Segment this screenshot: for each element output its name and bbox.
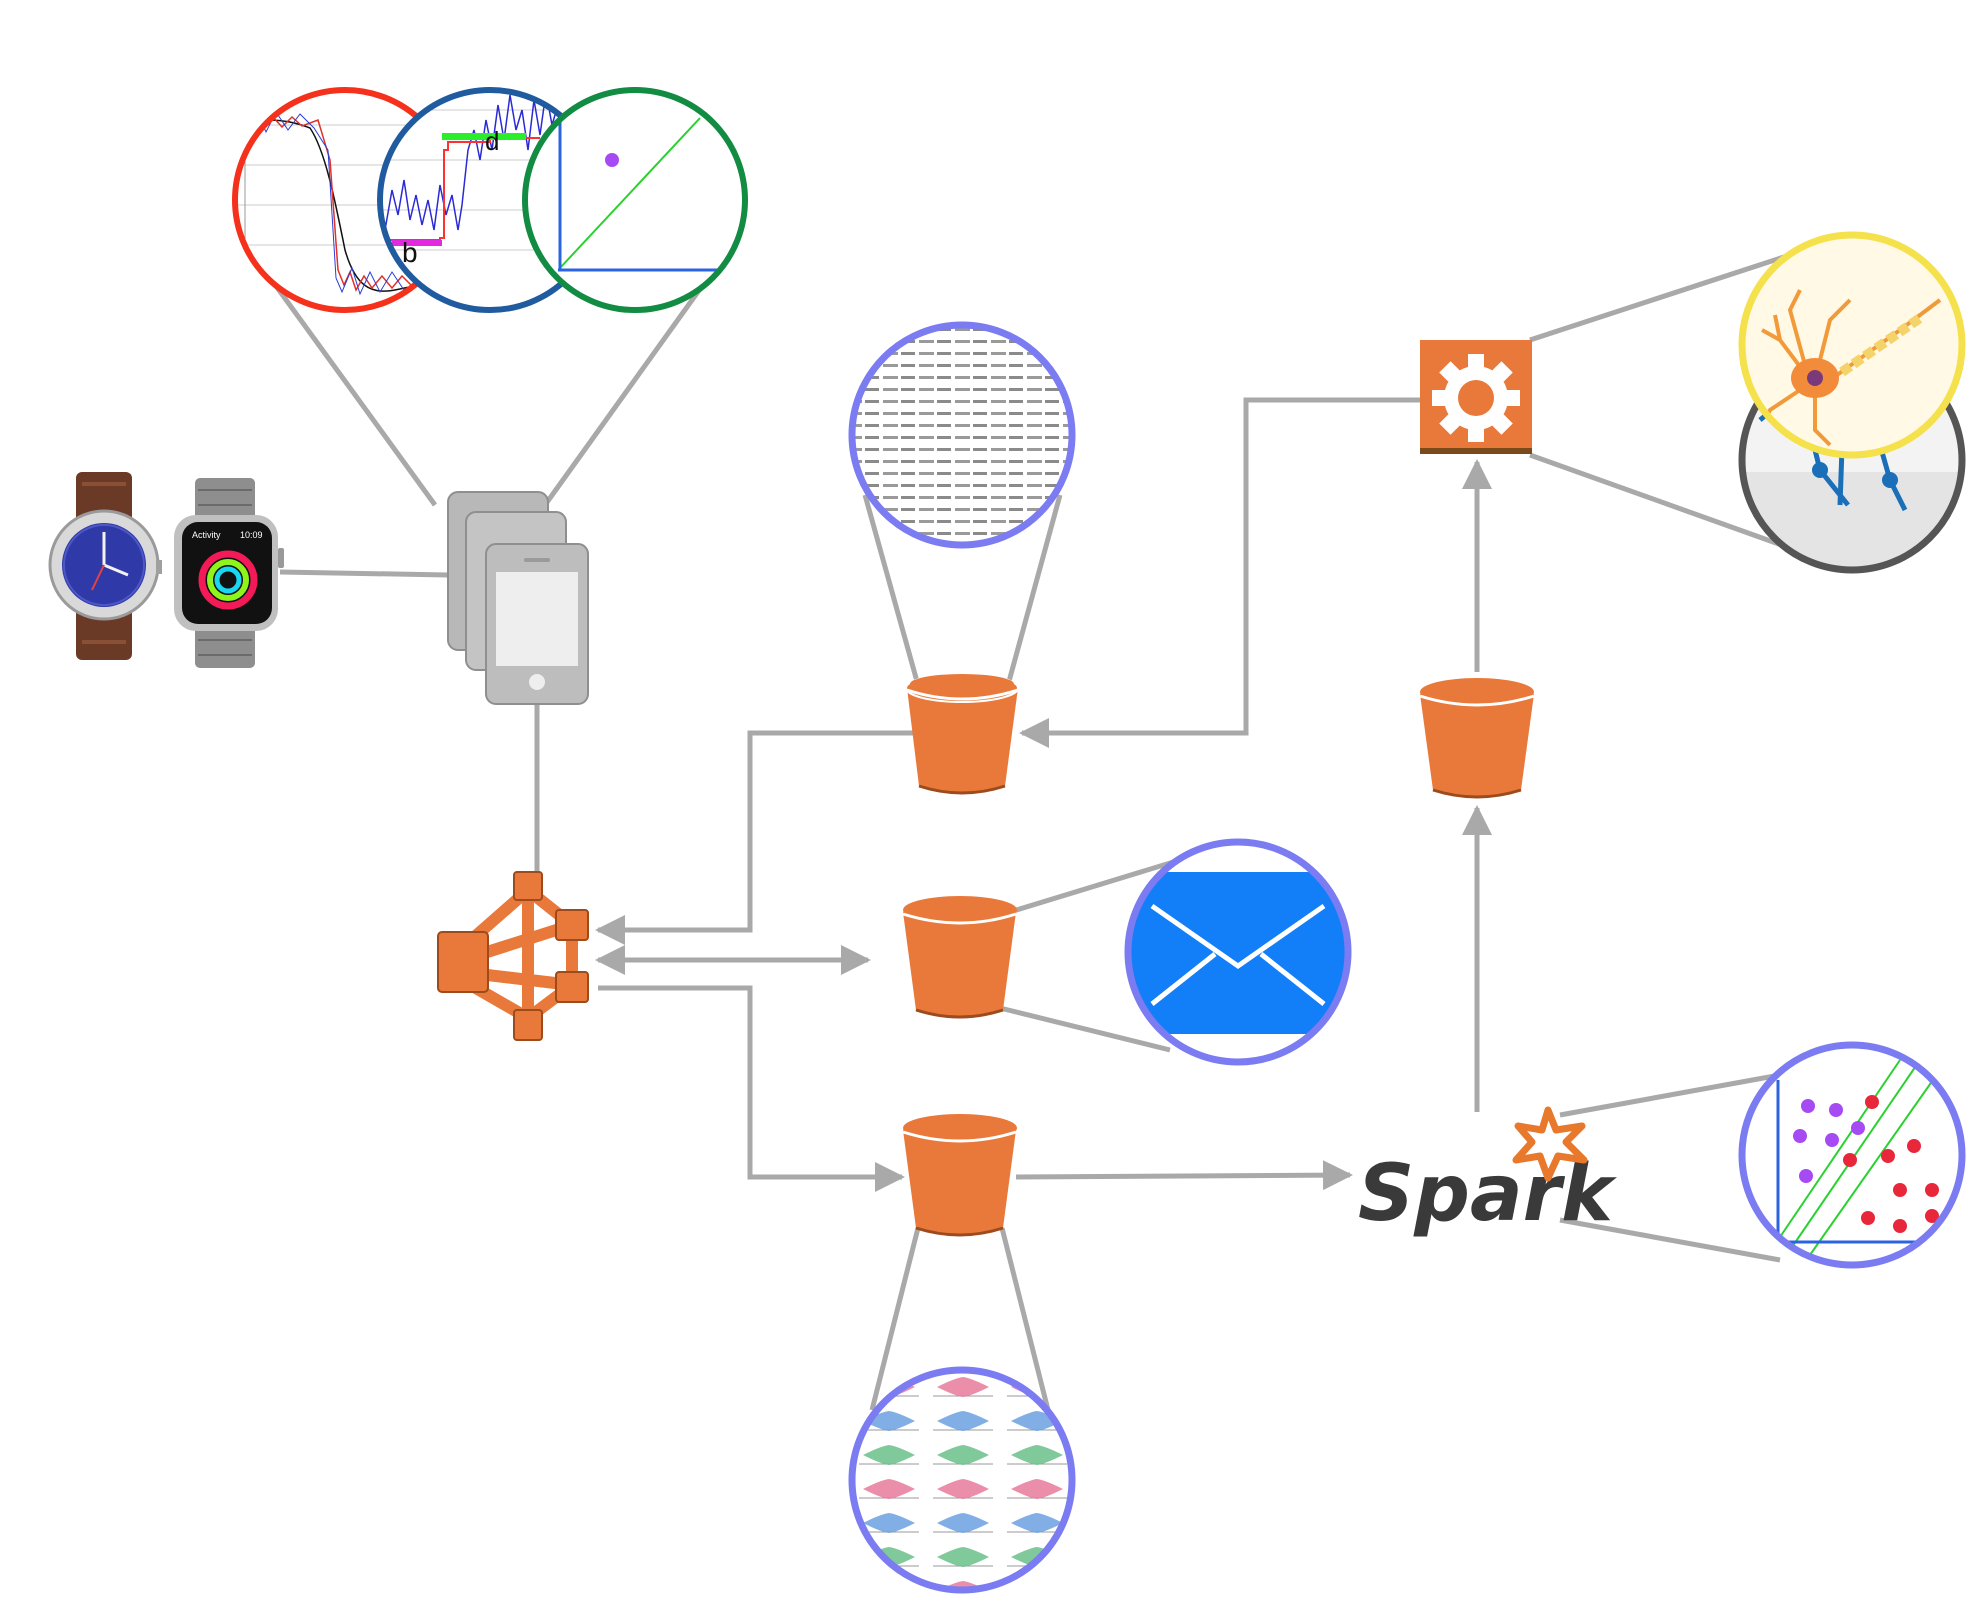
mail-icon <box>1124 838 1352 1066</box>
link-bucket-spark <box>1015 1160 1353 1191</box>
zoom-line-scatter-bottom <box>1559 1217 1781 1263</box>
zoom-line-mail-top <box>1009 857 1181 915</box>
violin-shape <box>937 1445 989 1465</box>
violin-shape <box>937 1547 989 1567</box>
zoom-line-scatter-top <box>1559 1072 1781 1118</box>
violin-shape <box>937 1513 989 1533</box>
network-hub-icon <box>437 871 589 1041</box>
zoom-line-text-right <box>1005 494 1063 686</box>
spark-logo: Spark <box>1358 1106 1617 1239</box>
s3-bucket-middle <box>902 896 1017 1019</box>
zoom-line-neuron-top <box>1529 252 1791 343</box>
compute-gear-icon <box>1420 340 1532 454</box>
zoom-line-phone-right <box>542 273 713 507</box>
spark-label: Spark <box>1358 1149 1617 1239</box>
zoom-line-phone-left <box>265 273 438 507</box>
s3-bucket-right <box>1419 678 1535 799</box>
svg-text:b: b <box>402 237 418 268</box>
lens-violin-plots <box>848 1366 1076 1594</box>
svg-text:d: d <box>485 126 499 156</box>
violin-shape <box>1011 1581 1063 1590</box>
violin-shape <box>863 1479 915 1499</box>
violin-shape <box>863 1445 915 1465</box>
mobile-devices-icon <box>447 491 589 705</box>
s3-bucket-bottom <box>902 1114 1017 1237</box>
zoom-line-neuron-bottom <box>1529 452 1791 551</box>
zoom-line-violin-left <box>869 1227 921 1411</box>
pebble-watch-icon <box>48 472 162 660</box>
watch-time: 10:09 <box>240 530 263 540</box>
violin-shape <box>863 1513 915 1533</box>
link-hub-bottom-bucket <box>598 985 905 1192</box>
s3-bucket-top <box>905 673 1019 795</box>
zoom-line-violin-right <box>999 1227 1051 1411</box>
apple-watch-icon: Activity 10:09 <box>174 478 284 668</box>
violin-shape <box>937 1411 989 1431</box>
lens-svm-scatter <box>1738 1041 1966 1269</box>
lens-neuron <box>1738 231 1966 459</box>
lens-raw-data-text <box>848 321 1076 549</box>
violin-shape <box>937 1377 989 1397</box>
violin-shape <box>863 1581 915 1590</box>
link-gear-top-bucket <box>1019 397 1420 748</box>
link-top-bucket-hub <box>595 730 917 945</box>
zoom-line-mail-bottom <box>999 1005 1171 1053</box>
violin-shape <box>937 1479 989 1499</box>
watch-activity-label: Activity <box>192 530 221 540</box>
violin-shape <box>1011 1445 1063 1465</box>
link-watch-phone <box>279 569 449 578</box>
violin-shape <box>1011 1479 1063 1499</box>
lens-diagonal-plot <box>522 87 748 313</box>
zoom-line-text-left <box>862 494 921 686</box>
connectors <box>265 252 1791 1411</box>
violin-shape <box>1011 1513 1063 1533</box>
